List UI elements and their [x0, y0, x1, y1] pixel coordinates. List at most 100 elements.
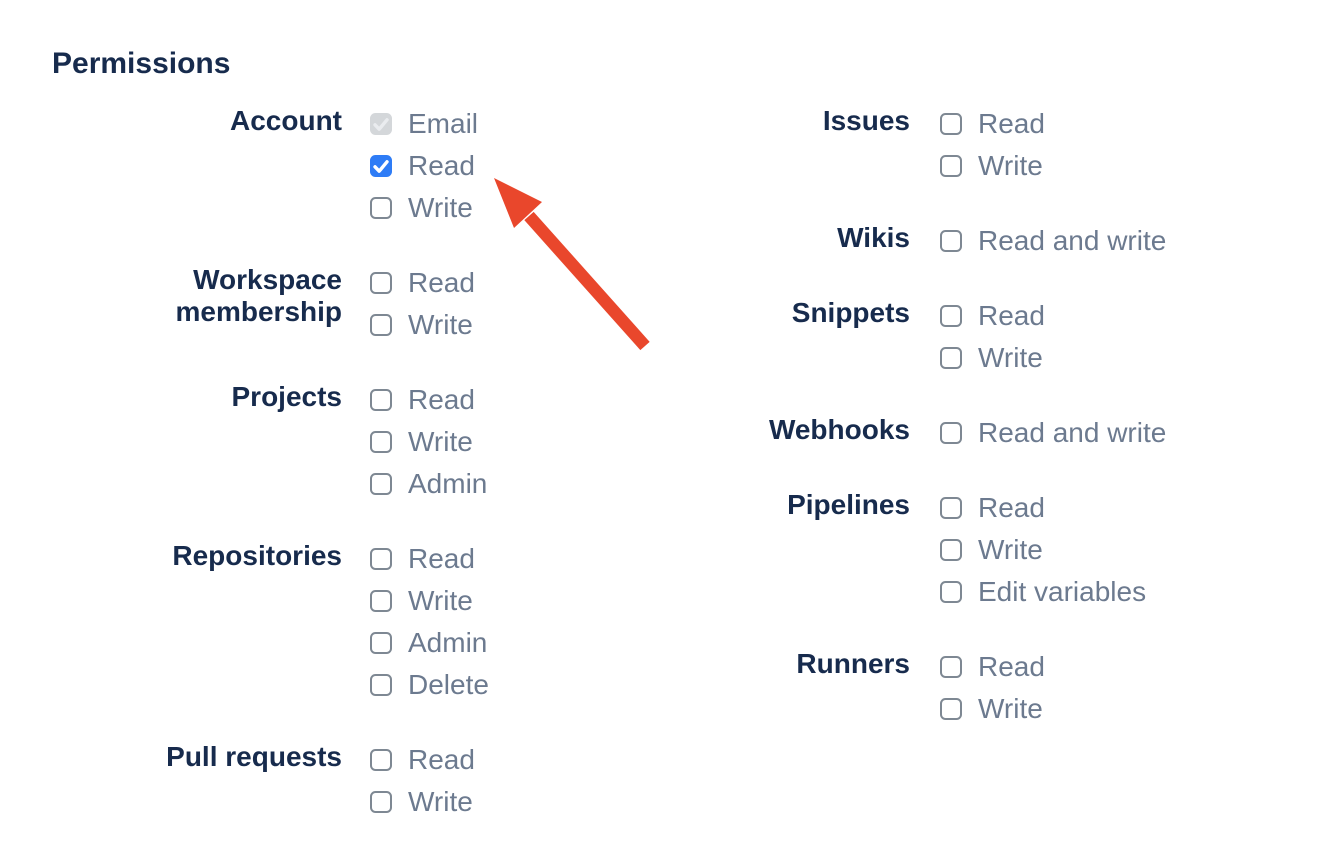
pipelines-read-row[interactable]: Read	[940, 494, 1146, 522]
repositories-admin-checkbox[interactable]	[370, 632, 392, 654]
projects-write-row[interactable]: Write	[370, 426, 487, 457]
snippets-read-row[interactable]: Read	[940, 300, 1045, 331]
group-label-snippets: Snippets	[791, 297, 910, 328]
repositories-delete-row[interactable]: Delete	[370, 669, 489, 700]
group-label-projects: Projects	[231, 381, 343, 412]
repositories-write-row[interactable]: Write	[370, 585, 489, 616]
group-label-pull-requests: Pull requests	[166, 741, 342, 772]
workspace-membership-read-label: Read	[408, 267, 475, 298]
issues-read-checkbox[interactable]	[940, 113, 962, 135]
repositories-read-checkbox[interactable]	[370, 548, 392, 570]
wikis-read-and-write-checkbox[interactable]	[940, 230, 962, 252]
projects-read-row[interactable]: Read	[370, 384, 487, 415]
account-write-row[interactable]: Write	[370, 192, 478, 223]
wikis-read-and-write-row[interactable]: Read and write	[940, 225, 1167, 256]
pipelines-write-row[interactable]: Write	[940, 534, 1146, 565]
runners-read-row[interactable]: Read	[940, 651, 1045, 682]
account-email-checkbox	[370, 113, 392, 135]
pull-requests-write-label: Write	[408, 786, 473, 817]
workspace-membership-write-checkbox[interactable]	[370, 314, 392, 336]
snippets-write-checkbox[interactable]	[940, 347, 962, 369]
pipelines-edit-variables-row[interactable]: Edit variables	[940, 576, 1147, 607]
runners-read-checkbox[interactable]	[940, 656, 962, 678]
pipelines-edit-variables-checkbox[interactable]	[940, 581, 962, 603]
repositories-write-checkbox[interactable]	[370, 590, 392, 612]
issues-read-row[interactable]: Read	[940, 108, 1045, 139]
webhooks-read-and-write-row[interactable]: Read and write	[940, 417, 1167, 448]
account-read-checkbox[interactable]	[370, 155, 392, 177]
group-label-account: Account	[230, 105, 342, 136]
repositories-delete-checkbox[interactable]	[370, 674, 392, 696]
projects-read-checkbox[interactable]	[370, 389, 392, 411]
runners-write-checkbox[interactable]	[940, 698, 962, 720]
snippets-read-checkbox[interactable]	[940, 305, 962, 327]
workspace-membership-read-row[interactable]: Read	[370, 267, 475, 298]
projects-write-checkbox[interactable]	[370, 431, 392, 453]
pipelines-write-label: Write	[978, 534, 1043, 565]
account-write-checkbox[interactable]	[370, 197, 392, 219]
account-read-label: Read	[408, 150, 475, 181]
group-label-workspace-membership: Workspace membership	[175, 264, 343, 327]
wikis-read-and-write-label: Read and write	[978, 225, 1167, 256]
repositories-write-label: Write	[408, 585, 473, 616]
wikis-checkbox-list: Read and write	[940, 225, 1167, 272]
issues-write-row[interactable]: Write	[940, 150, 1045, 181]
snippets-write-row[interactable]: Write	[940, 344, 1045, 372]
projects-write-label: Write	[408, 426, 473, 457]
repositories-admin-row[interactable]: Admin	[370, 629, 489, 657]
pull-requests-read-checkbox[interactable]	[370, 749, 392, 771]
webhooks-read-and-write-label: Read and write	[978, 417, 1167, 448]
workspace-membership-write-row[interactable]: Write	[370, 311, 475, 339]
projects-admin-label: Admin	[408, 468, 488, 499]
runners-read-label: Read	[978, 651, 1045, 682]
projects-read-label: Read	[408, 384, 475, 415]
pipelines-write-checkbox[interactable]	[940, 539, 962, 561]
issues-write-label: Write	[978, 150, 1043, 181]
pipelines-edit-variables-label: Edit variables	[978, 576, 1147, 607]
pull-requests-write-row[interactable]: Write	[370, 786, 475, 817]
repositories-read-row[interactable]: Read	[370, 543, 489, 574]
pipelines-read-checkbox[interactable]	[940, 497, 962, 519]
webhooks-read-and-write-checkbox[interactable]	[940, 422, 962, 444]
issues-write-checkbox[interactable]	[940, 155, 962, 177]
issues-read-label: Read	[978, 108, 1045, 139]
account-write-label: Write	[408, 192, 473, 223]
workspace-membership-read-checkbox[interactable]	[370, 272, 392, 294]
account-read-row[interactable]: Read	[370, 150, 478, 181]
account-email-label: Email	[408, 108, 479, 139]
projects-admin-row[interactable]: Admin	[370, 468, 488, 499]
repositories-read-label: Read	[408, 543, 475, 574]
pull-requests-read-label: Read	[408, 744, 475, 775]
snippets-read-label: Read	[978, 300, 1045, 331]
repositories-delete-label: Delete	[408, 669, 489, 700]
pull-requests-write-checkbox[interactable]	[370, 791, 392, 813]
group-label-repositories: Repositories	[172, 540, 342, 571]
webhooks-checkbox-list: Read and write	[940, 417, 1167, 464]
account-email-row: Email	[370, 108, 479, 139]
runners-write-row[interactable]: Write	[940, 695, 1045, 723]
projects-admin-checkbox[interactable]	[370, 473, 392, 495]
group-label-issues: Issues	[822, 105, 910, 136]
pull-requests-read-row[interactable]: Read	[370, 744, 475, 775]
